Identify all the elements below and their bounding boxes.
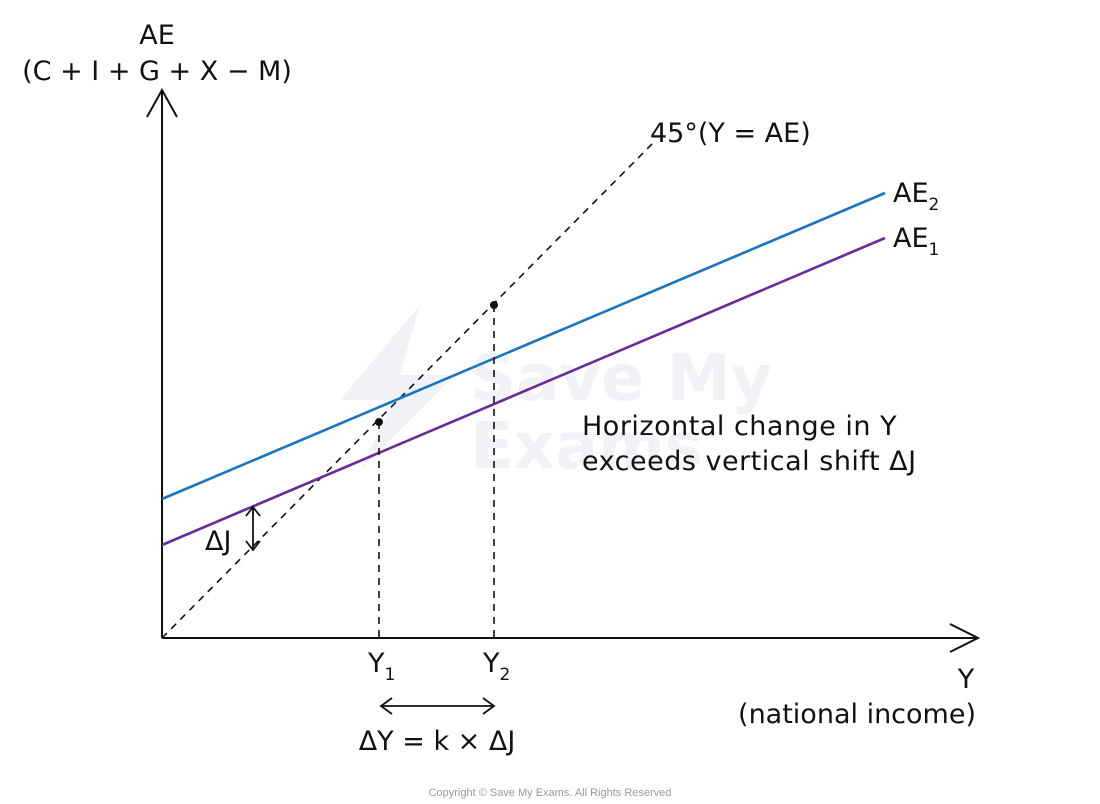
- x-axis-title: Y: [957, 664, 975, 695]
- x-axis-subtitle: (national income): [738, 699, 976, 730]
- equilibrium-point-1: [375, 418, 383, 426]
- equilibrium-point-2: [490, 301, 498, 309]
- axes: [146, 87, 981, 653]
- delta-y-arrow: [379, 697, 496, 715]
- y1-label: Y1: [367, 648, 395, 685]
- delta-j-label: ΔJ: [205, 526, 231, 557]
- note-line-2: exceeds vertical shift ΔJ: [582, 446, 917, 477]
- delta-j-arrow: [245, 505, 261, 552]
- y2-label: Y2: [482, 648, 510, 685]
- y-axis-arrowhead: [146, 87, 178, 118]
- watermark-line2: Exams: [470, 410, 703, 484]
- delta-y-formula: ΔY = k × ΔJ: [359, 726, 516, 757]
- y-axis-title: AE: [139, 20, 175, 51]
- ae1-line: [161, 236, 886, 547]
- copyright-notice: Copyright © Save My Exams. All Rights Re…: [429, 787, 672, 799]
- note-line-1: Horizontal change in Y: [582, 411, 897, 442]
- y-axis-subtitle: (C + I + G + X − M): [22, 56, 292, 87]
- watermark-bolt-icon: [340, 305, 455, 470]
- watermark: Save My Exams: [340, 305, 772, 484]
- line-45-label: 45°(Y = AE): [650, 118, 811, 149]
- ae1-label: AE1: [893, 223, 939, 260]
- x-axis-arrowhead: [949, 623, 981, 653]
- ae2-line: [161, 191, 886, 501]
- watermark-line1: Save My: [470, 342, 772, 416]
- ae2-label: AE2: [893, 178, 939, 215]
